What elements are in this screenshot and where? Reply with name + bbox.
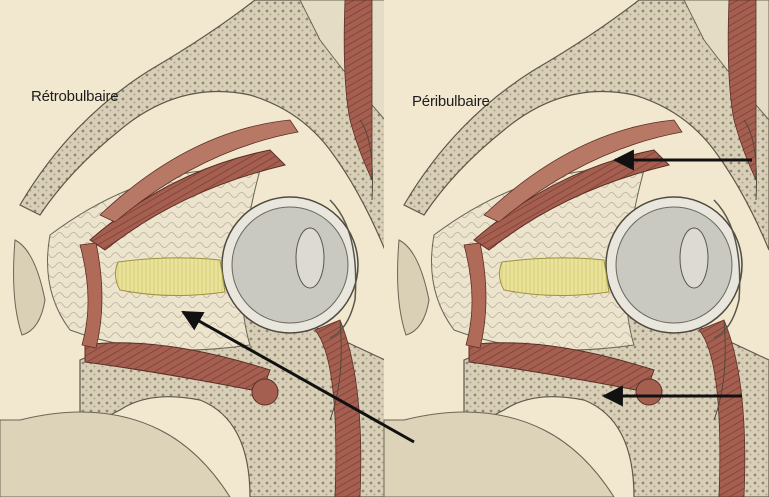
retrobulbar-label: Rétrobulbaire bbox=[31, 88, 118, 105]
peribulbar-label: Péribulbaire bbox=[412, 93, 490, 110]
right-orbit-illustration bbox=[384, 0, 769, 497]
left-orbit-illustration bbox=[0, 0, 385, 497]
